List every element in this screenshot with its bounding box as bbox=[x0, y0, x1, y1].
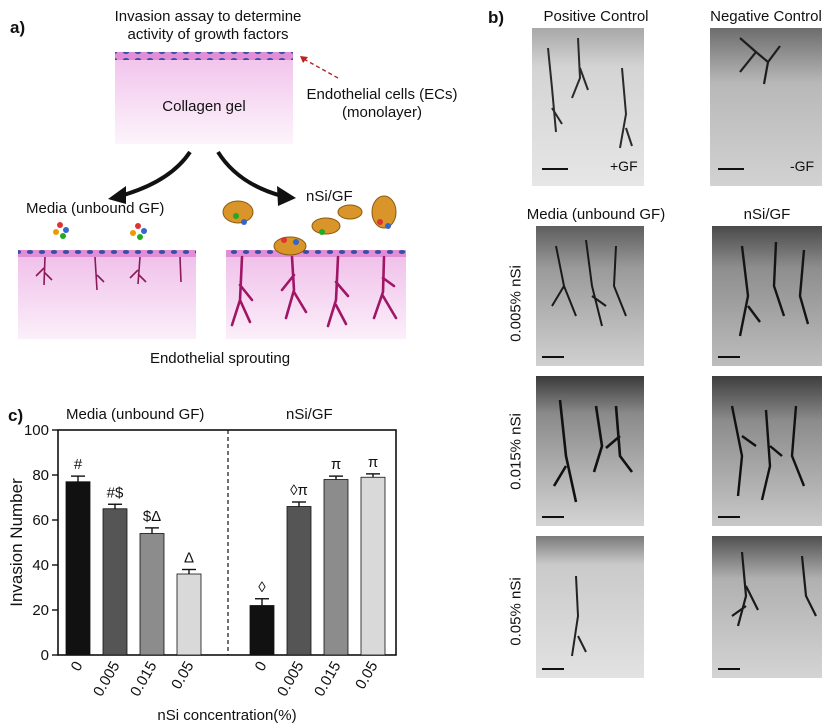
micrograph-nsi-0015 bbox=[712, 376, 822, 526]
tag-minus-gf: -GF bbox=[790, 158, 815, 174]
collagen-gel-block bbox=[115, 58, 293, 144]
ec-monolayer bbox=[115, 52, 293, 60]
y-axis-label: Invasion Number bbox=[7, 478, 26, 607]
gf-molecules-media bbox=[53, 222, 147, 240]
micrograph-negative-control bbox=[710, 28, 822, 186]
bar bbox=[360, 476, 386, 656]
bar bbox=[286, 506, 312, 656]
significance-label: #$ bbox=[107, 484, 124, 501]
bar bbox=[65, 481, 91, 656]
x-tick-label: 0.005 bbox=[90, 659, 123, 700]
row-label-005: 0.05% nSi bbox=[507, 577, 525, 646]
y-tick-label: 80 bbox=[32, 467, 49, 484]
micrograph-positive-control bbox=[532, 28, 644, 186]
y-tick-label: 20 bbox=[32, 602, 49, 619]
micrograph-media-005 bbox=[536, 536, 644, 678]
significance-label: ◊ bbox=[258, 579, 266, 596]
micrograph-media-0015 bbox=[536, 376, 644, 526]
significance-label: $Δ bbox=[143, 508, 161, 525]
x-tick-label: 0.005 bbox=[274, 659, 307, 700]
nsi-discs bbox=[222, 195, 397, 256]
row-label-0015: 0.015% nSi bbox=[507, 413, 525, 490]
significance-label: Δ bbox=[184, 550, 194, 567]
micrograph-media-0005 bbox=[536, 226, 644, 366]
panel-a-title-line2: activity of growth factors bbox=[127, 26, 289, 43]
x-tick-label: 0 bbox=[68, 659, 87, 675]
sprouts-nsi bbox=[230, 255, 398, 328]
significance-label: # bbox=[74, 456, 83, 473]
gel-media bbox=[18, 255, 196, 339]
significance-label: ◊π bbox=[290, 482, 308, 499]
y-tick-label: 40 bbox=[32, 557, 49, 574]
panel-a-label: a) bbox=[10, 18, 26, 37]
x-tick-label: 0.015 bbox=[127, 659, 160, 700]
y-tick-label: 100 bbox=[24, 422, 49, 439]
group-label-media: Media (unbound GF) bbox=[66, 406, 205, 423]
significance-label: π bbox=[331, 456, 341, 473]
header-media: Media (unbound GF) bbox=[526, 206, 666, 223]
panel-a-schematic bbox=[18, 52, 406, 339]
scale-bar bbox=[542, 668, 564, 670]
ec-pointer-arrowhead bbox=[300, 56, 308, 63]
sprouting-label: Endothelial sprouting bbox=[149, 350, 291, 367]
sprouts-media bbox=[35, 256, 182, 291]
header-negative-control: Negative Control bbox=[710, 8, 822, 25]
ec-label-line2: (monolayer) bbox=[341, 104, 423, 121]
x-axis-label: nSi concentration(%) bbox=[157, 707, 296, 724]
gel-nsi bbox=[226, 255, 406, 339]
header-nsi-gf: nSi/GF bbox=[743, 206, 791, 223]
branch-media-label: Media (unbound GF) bbox=[26, 200, 165, 217]
scale-bar bbox=[542, 168, 568, 170]
gel-label: Collagen gel bbox=[162, 98, 246, 115]
bar bbox=[323, 479, 349, 656]
bar bbox=[249, 605, 275, 656]
panel-a-title: Invasion assay to determine activity of … bbox=[78, 8, 338, 44]
group-label-nsi: nSi/GF bbox=[286, 406, 333, 423]
scale-bar bbox=[718, 168, 744, 170]
scale-bar bbox=[718, 356, 740, 358]
ec-label: Endothelial cells (ECs) (monolayer) bbox=[292, 86, 472, 122]
x-tick-label: 0 bbox=[252, 659, 271, 675]
scale-bar bbox=[542, 516, 564, 518]
x-tick-label: 0.05 bbox=[168, 659, 197, 693]
y-tick-label: 0 bbox=[41, 647, 49, 664]
header-positive-control: Positive Control bbox=[543, 8, 649, 25]
tag-plus-gf: +GF bbox=[610, 158, 638, 174]
ec-monolayer-nsi bbox=[226, 250, 406, 257]
panel-a-title-line1: Invasion assay to determine bbox=[114, 8, 302, 25]
arrow-left-head bbox=[108, 186, 126, 204]
micrograph-nsi-0005 bbox=[712, 226, 822, 366]
bar bbox=[139, 533, 165, 656]
row-label-0005: 0.005% nSi bbox=[507, 265, 525, 342]
scale-bar bbox=[718, 516, 740, 518]
ec-label-line1: Endothelial cells (ECs) bbox=[306, 86, 458, 103]
branch-nsi-label: nSi/GF bbox=[306, 188, 353, 205]
arrow-left-branch bbox=[119, 150, 192, 198]
significance-label: π bbox=[368, 454, 378, 471]
ec-monolayer-media bbox=[18, 250, 196, 257]
bar bbox=[102, 508, 128, 656]
bar bbox=[176, 573, 202, 656]
arrow-right-branch bbox=[216, 150, 283, 198]
x-tick-label: 0.05 bbox=[352, 659, 381, 693]
plot-frame bbox=[57, 429, 397, 656]
panel-c-label: c) bbox=[8, 406, 24, 425]
x-tick-label: 0.015 bbox=[311, 659, 344, 700]
y-tick-label: 60 bbox=[32, 512, 49, 529]
scale-bar bbox=[542, 356, 564, 358]
ec-pointer-arrow bbox=[301, 57, 339, 79]
panel-b-label: b) bbox=[488, 8, 505, 27]
arrow-right-head bbox=[277, 186, 296, 206]
micrograph-nsi-005 bbox=[712, 536, 822, 678]
scale-bar bbox=[718, 668, 740, 670]
